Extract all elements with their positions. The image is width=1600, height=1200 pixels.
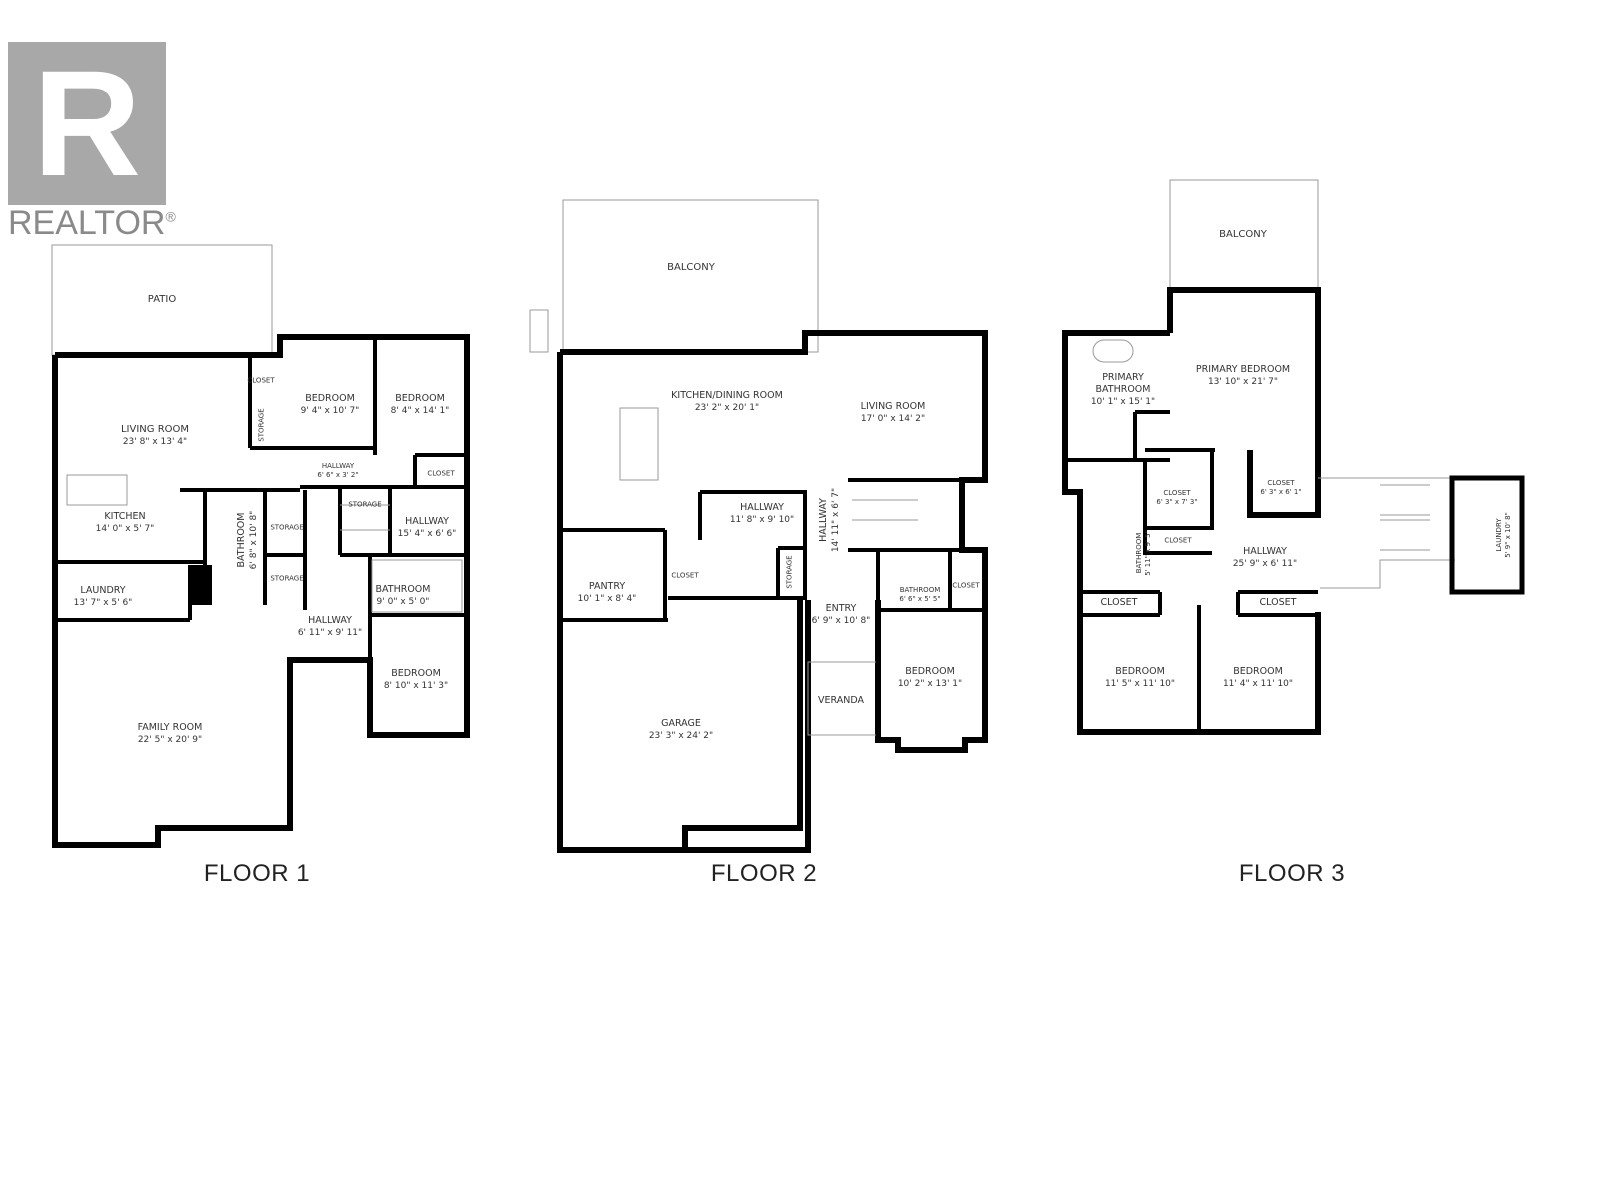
room-closet: CLOSET <box>952 581 980 590</box>
room-closet: CLOSET <box>427 469 455 478</box>
realtor-logo: R <box>8 42 166 205</box>
room-balcony: BALCONY <box>1219 229 1267 240</box>
room-storage: STORAGE <box>785 555 794 589</box>
room-balcony: BALCONY <box>667 262 715 273</box>
room-closet: CLOSET <box>1259 597 1297 608</box>
room-storage: STORAGE <box>270 523 304 532</box>
primary-bedroom-wall <box>1167 287 1321 518</box>
realtor-logo-mark: R <box>32 39 142 207</box>
floor-3-exterior-wall <box>1062 330 1321 735</box>
room-storage: STORAGE <box>257 408 266 442</box>
room-closet: CLOSET <box>1100 597 1138 608</box>
floor-1-label: FLOOR 1 <box>203 860 311 887</box>
realtor-wordmark: REALTOR® <box>8 204 176 242</box>
laundry-wall <box>1449 475 1525 595</box>
floor-2-walls <box>529 199 988 853</box>
room-storage: STORAGE <box>348 500 382 509</box>
room-closet: CLOSET <box>1164 536 1192 545</box>
room-closet: CLOSET <box>671 571 699 580</box>
floor-1-walls <box>51 244 470 848</box>
floor-3-walls <box>1062 179 1525 735</box>
room-closet: CLOSET <box>247 376 275 385</box>
room-patio: PATIO <box>147 294 177 305</box>
room-veranda: VERANDA <box>818 695 864 706</box>
balcony-outline <box>562 199 819 353</box>
floor-2-label: FLOOR 2 <box>710 860 818 887</box>
room-storage: STORAGE <box>270 574 304 583</box>
floor-3-label: FLOOR 3 <box>1238 860 1346 887</box>
